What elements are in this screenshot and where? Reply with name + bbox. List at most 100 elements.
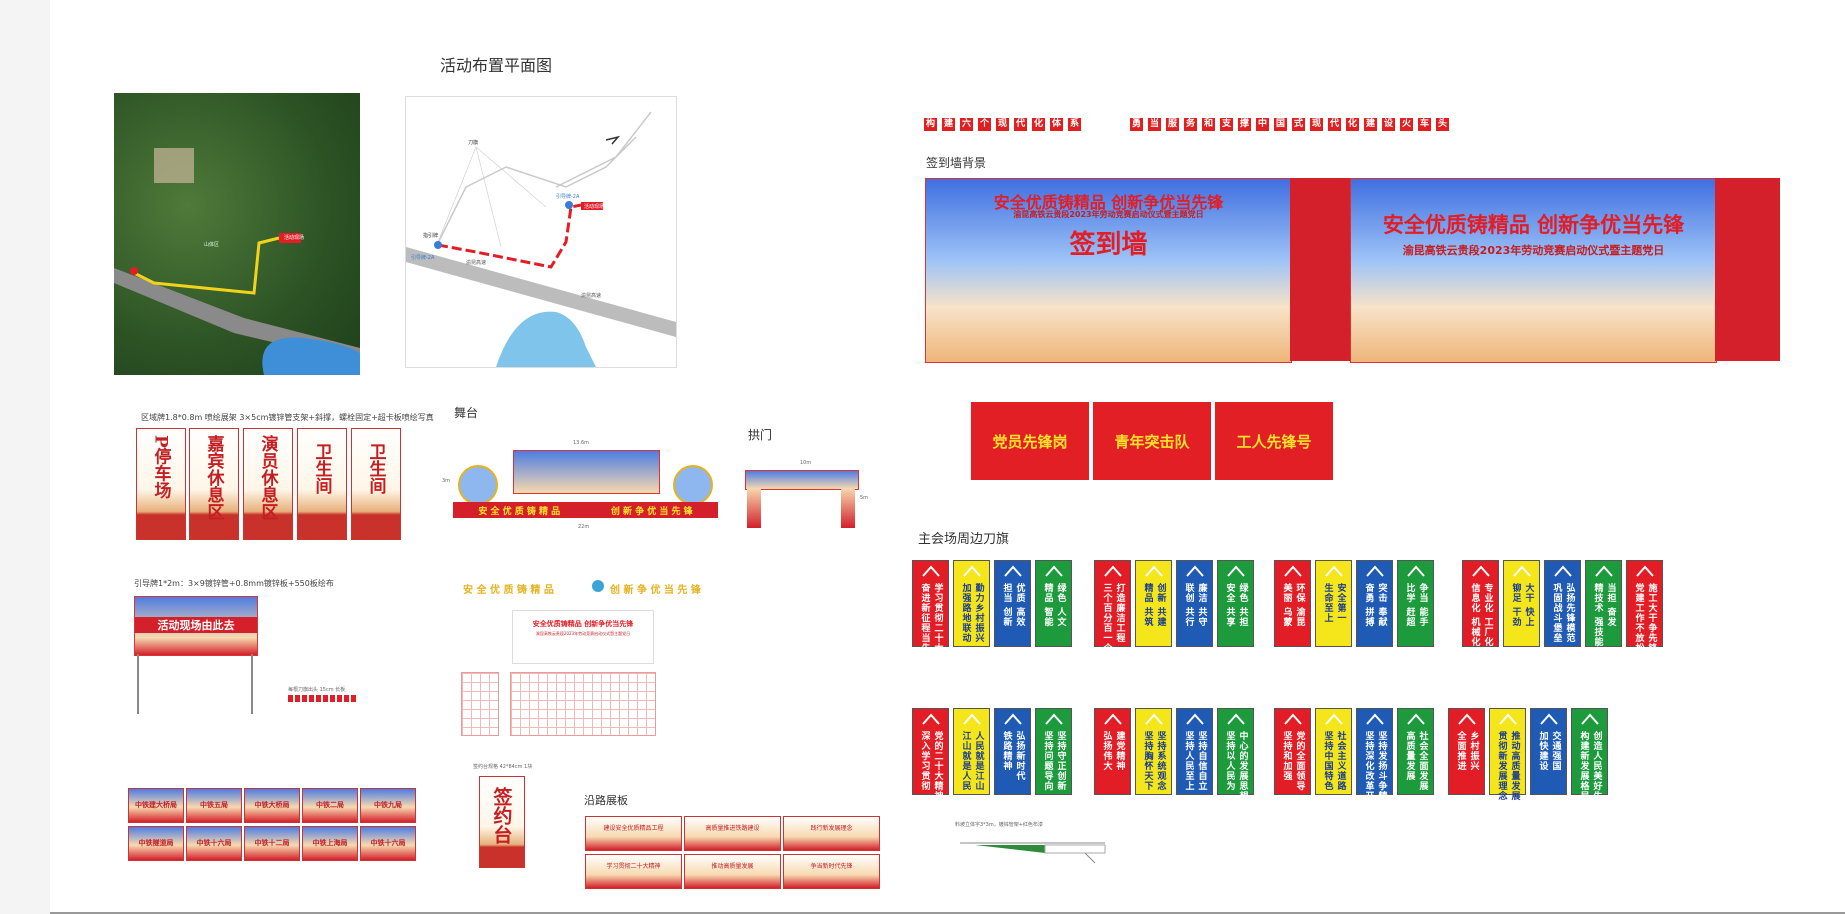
sat-site-label: 活动现场	[284, 235, 305, 241]
company-sign: 中铁二局	[302, 788, 358, 823]
flag-logo-icon	[1457, 712, 1477, 728]
flag-text: 铆足 干劲	[1510, 583, 1521, 628]
area-sign-performer: 演员休息区	[243, 428, 293, 540]
arch-leg-right	[841, 488, 855, 528]
roadside-board-text: 高质量推进铁路建设	[705, 825, 760, 832]
flag-text: 打造廉洁工程	[1114, 583, 1125, 643]
flag-text: 党的全面领导	[1294, 731, 1305, 791]
flag-text: 党建工作不放松	[1633, 583, 1644, 653]
knife-flag: 绿色 人文精品 智能	[1035, 560, 1072, 647]
flag-logo-icon	[1635, 564, 1655, 580]
company-sign: 中铁上海局	[302, 826, 358, 861]
signin-panel-left: 安全优质铸精品 创新争优当先锋 渝昆高铁云贵段2023年劳动竞赛启动仪式暨主题党…	[925, 178, 1292, 363]
sat-area-label: 山体区	[204, 242, 220, 248]
guide-sign-post-right	[251, 654, 253, 714]
slogan-cells-left: 构建六个现代化体系	[924, 111, 1086, 131]
flag-logo-icon	[921, 712, 941, 728]
knife-flag: 创造人民美好生活构建新发展格局	[1571, 708, 1608, 811]
flag-text: 铁路精神	[1001, 731, 1012, 771]
knife-flag: 乡村振兴全面推进	[1448, 708, 1485, 795]
standing-sign-caption: 签约台规格 42*84cm 1块	[473, 764, 533, 770]
flag-text: 安全 共享	[1224, 583, 1235, 628]
company-sign-text: 中铁隧道局	[138, 839, 174, 847]
flag-logo-icon	[1365, 712, 1385, 728]
flag-text: 构建新发展格局	[1578, 731, 1589, 801]
mini-signin-subtitle: 渝昆高铁云贵段2023年劳动竞赛启动仪式暨主题党日	[535, 631, 631, 636]
strip-cell: 国	[1274, 118, 1287, 131]
flag-text: 信息化 机械化	[1469, 583, 1480, 648]
flag-text: 坚持守正创新	[1055, 731, 1066, 791]
strip-cell: 化	[1032, 118, 1045, 131]
stage-base-right: 创 新 争 优 当 先 锋	[610, 506, 693, 517]
flag-logo-icon	[1283, 712, 1303, 728]
flag-text: 坚持胸怀天下	[1142, 731, 1153, 791]
area-sign-guest-text: 嘉宾休息区	[203, 435, 224, 520]
flag-text: 学习贯彻二十大	[932, 583, 943, 653]
stage-width-bottom: 22m	[578, 524, 590, 530]
flag-logo-icon	[1580, 712, 1600, 728]
company-sign-text: 中铁五局	[200, 801, 228, 809]
knife-flag: 当担 奋发精技术 强技能	[1585, 560, 1622, 647]
flag-text: 人民就是江山	[973, 731, 984, 791]
flag-text: 精品 智能	[1042, 583, 1053, 628]
route-label-left: 引导牌-2A	[411, 255, 435, 261]
strip-cell: 现	[1310, 118, 1323, 131]
company-sign-text: 中铁二局	[316, 801, 344, 809]
knife-flag: 社会全面发展高质量发展	[1397, 708, 1434, 795]
strip-cell: 务	[1184, 118, 1197, 131]
grid-large	[510, 672, 656, 736]
flag-text: 乡村振兴	[1468, 731, 1479, 771]
knife-flag: 突击 奉献奋勇 拼搏	[1356, 560, 1393, 647]
strip-cell: 勇	[1130, 118, 1143, 131]
roadside-board-text: 建设安全优质精品工程	[603, 825, 664, 832]
flag-logo-icon	[1324, 564, 1344, 580]
flag-logo-icon	[1226, 564, 1246, 580]
knife-flag: 廉洁 共守联创 共行	[1176, 560, 1213, 647]
knife-flag: 交通强国加快建设	[1530, 708, 1567, 795]
stage-height: 3m	[442, 478, 451, 484]
area-sign-parking: P停车场	[136, 428, 186, 540]
strip-cell: 现	[996, 118, 1009, 131]
flag-text: 社会主义道路	[1335, 731, 1346, 791]
flag-text: 坚持问题导向	[1042, 731, 1053, 791]
flag-text: 弘扬先锋模范	[1564, 583, 1575, 643]
flag-text: 推动高质量发展	[1509, 731, 1520, 801]
flag-text: 廉洁 共守	[1196, 583, 1207, 628]
knife-flag: 坚持系统观念坚持胸怀天下	[1135, 708, 1172, 795]
roadside-board: 争当新时代先锋	[783, 854, 880, 889]
satellite-route	[114, 148, 360, 375]
flag-logo-icon	[1406, 712, 1426, 728]
knife-flag: 优质 高效担当 创新	[994, 560, 1031, 647]
signin-red-band-1	[1290, 178, 1350, 361]
satellite-map: 活动现场 山体区	[114, 93, 360, 375]
boards-section-label: 沿路展板	[584, 794, 628, 807]
badge-youth-team: 青年突击队	[1093, 402, 1211, 480]
stage-base-left: 安 全 优 质 铸 精 品	[478, 506, 561, 517]
flag-logo-icon	[1471, 564, 1491, 580]
strip-cell: 中	[1256, 118, 1269, 131]
slogan-cells-right: 勇当服务和支撑中国式现代化建设火车头	[1130, 111, 1454, 131]
strip-cell: 建	[1364, 118, 1377, 131]
knife-flag: 安全第一生命至上	[1315, 560, 1352, 647]
guide-sign-text: 活动现场由此去	[135, 617, 257, 633]
arch-width: 10m	[800, 460, 812, 466]
flag-logo-icon	[1324, 712, 1344, 728]
strip-cell: 火	[1400, 118, 1413, 131]
signin-left-subtitle: 渝昆高铁云贵段2023年劳动竞赛启动仪式暨主题党日	[1013, 210, 1204, 219]
area-sign-restroom-2-text: 卫生间	[365, 443, 386, 494]
area-sign-guest: 嘉宾休息区	[189, 428, 239, 540]
company-sign: 中铁建大桥局	[128, 788, 184, 823]
signin-left-slogan: 安全优质铸精品 创新争优当先锋	[993, 193, 1224, 212]
area-sign-parking-text: P停车场	[150, 435, 171, 499]
knife-flag: 坚持发扬斗争精神坚持深化改革开放	[1356, 708, 1393, 811]
roadside-board-text: 践行新发展理念	[810, 825, 853, 832]
flag-logo-icon	[921, 564, 941, 580]
knife-flag: 推动高质量发展贯彻新发展理念	[1489, 708, 1526, 801]
flag-logo-icon	[962, 712, 982, 728]
strip-cell: 代	[1014, 118, 1027, 131]
area-sign-performer-text: 演员休息区	[257, 435, 278, 520]
knife-flag: 党的二十大精神深入学习贯彻	[912, 708, 949, 801]
roadside-board: 推动高质量发展	[684, 854, 781, 889]
knife-flag: 大干 快上铆足 干劲	[1503, 560, 1540, 647]
roadside-board-text: 学习贯彻二十大精神	[606, 863, 661, 870]
